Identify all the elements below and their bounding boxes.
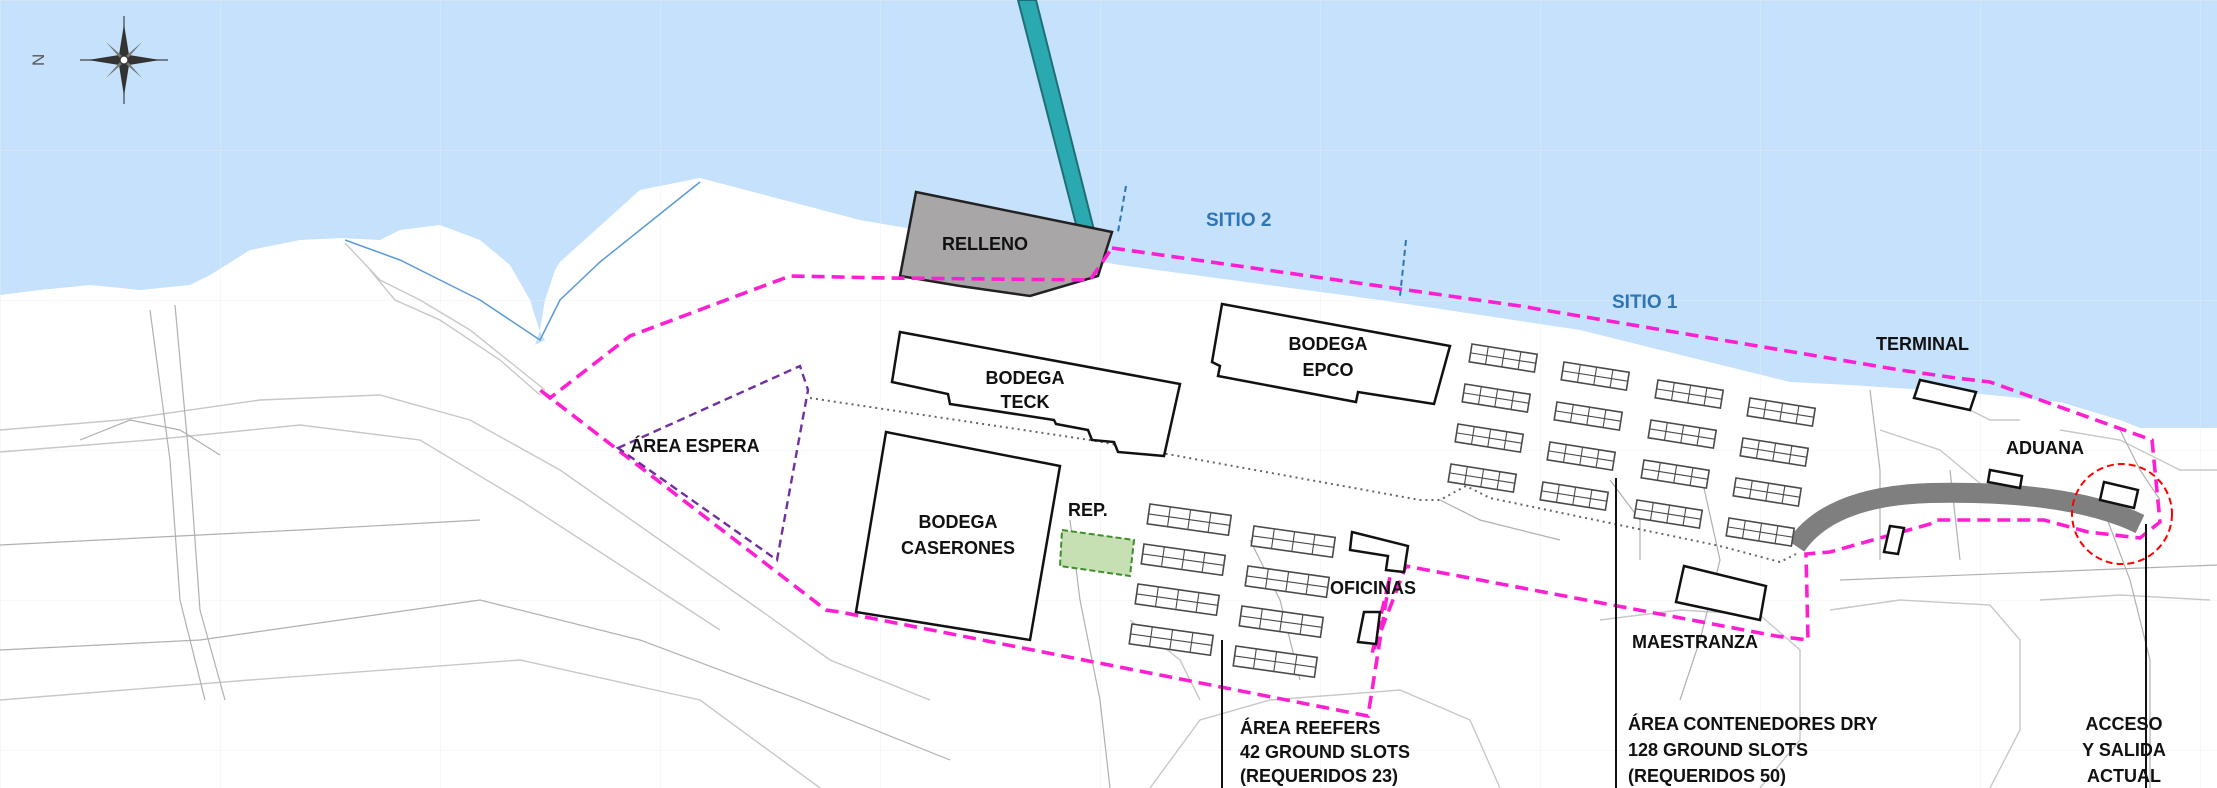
berth-marker-2 (1117, 185, 1127, 233)
oficinas-building[interactable] (1348, 530, 1410, 574)
acceso-marker-circle[interactable] (2071, 463, 2173, 565)
area-dry-label-2: 128 GROUND SLOTS (1628, 740, 1808, 760)
acceso-label-2: Y SALIDA (2082, 740, 2166, 760)
oficinas-annex[interactable] (1356, 610, 1382, 646)
area-espera (615, 364, 810, 563)
compass-rose-icon (80, 16, 168, 104)
aduana-booth-1[interactable] (1986, 468, 2024, 490)
bodega-caserones-label-1: BODEGA (918, 512, 997, 532)
aduana-booth-3[interactable] (1882, 524, 1906, 556)
bodega-epco-label-1: BODEGA (1288, 334, 1367, 354)
area-dry-label-3: (REQUERIDOS 50) (1628, 766, 1786, 786)
area-reefers-label-1: ÁREA REEFERS (1240, 717, 1380, 738)
dry-slot-block (1633, 499, 1704, 530)
dry-slot-block (1746, 397, 1817, 428)
acceso-label-1: ACCESO (2085, 714, 2162, 734)
dry-slot-block (1468, 343, 1539, 374)
maestranza-building[interactable] (1674, 564, 1768, 622)
dry-slot-block (1553, 401, 1624, 432)
dry-slot-block (1447, 463, 1518, 494)
aduana-label: ADUANA (2006, 438, 2084, 458)
access-road (1787, 482, 2145, 552)
rep-label: REP. (1068, 500, 1108, 520)
bodega-teck-label-1: BODEGA (985, 368, 1064, 388)
compass-north-letter: N (29, 54, 48, 66)
reefer-slot-block (1146, 503, 1233, 537)
area-reefers-label-3: (REQUERIDOS 23) (1240, 766, 1398, 786)
dry-slot-block (1560, 361, 1631, 392)
bodega-caserones[interactable] (854, 430, 1062, 642)
dry-slot-block (1461, 383, 1532, 414)
area-reefers-label-2: 42 GROUND SLOTS (1240, 742, 1410, 762)
bodega-caserones-label-2: CASERONES (901, 538, 1015, 558)
reefer-slot-block (1238, 605, 1325, 639)
area-espera-label: ÁREA ESPERA (630, 435, 759, 456)
reefer-slots (1128, 503, 1337, 679)
relleno-area (898, 190, 1114, 298)
reefer-slot-block (1250, 525, 1337, 559)
reefer-slot-block (1134, 583, 1221, 617)
dry-slot-block (1640, 459, 1711, 490)
terminal-building[interactable] (1912, 378, 1978, 412)
bodega-epco-label-2: EPCO (1302, 360, 1353, 380)
bodega-teck-label-2: TECK (1001, 392, 1050, 412)
bodega-teck[interactable] (890, 330, 1182, 458)
terminal-label: TERMINAL (1876, 334, 1969, 354)
shoreline (344, 181, 701, 342)
dry-slot-block (1654, 379, 1725, 410)
dry-slot-block (1732, 477, 1803, 508)
terminal-perimeter[interactable] (538, 246, 2162, 719)
acceso-label-3: ACTUAL (2087, 766, 2161, 786)
bodega-epco[interactable] (1210, 302, 1452, 406)
reefer-slot-block (1128, 623, 1215, 657)
relleno-label: RELLENO (942, 234, 1028, 254)
background-roads (0, 242, 2217, 788)
rep-area (1058, 528, 1136, 578)
oficinas-label: OFICINAS (1330, 578, 1416, 598)
dry-slot-block (1539, 481, 1610, 512)
aduana-booth-2[interactable] (2098, 480, 2140, 510)
dry-slots (1447, 343, 1817, 548)
dry-slot-block (1454, 423, 1525, 454)
maestranza-label: MAESTRANZA (1632, 632, 1758, 652)
dry-slot-block (1647, 419, 1718, 450)
dry-slot-block (1739, 437, 1810, 468)
reefer-slot-block (1244, 565, 1331, 599)
reefer-slot-block (1140, 543, 1227, 577)
berth-sitio-1-label: SITIO 1 (1612, 292, 1678, 313)
berth-sitio-2-label: SITIO 2 (1206, 210, 1271, 231)
reefer-slot-block (1232, 645, 1319, 679)
dry-slot-block (1546, 441, 1617, 472)
dry-slot-block (1725, 517, 1796, 548)
area-dry-label-1: ÁREA CONTENEDORES DRY (1628, 713, 1878, 734)
